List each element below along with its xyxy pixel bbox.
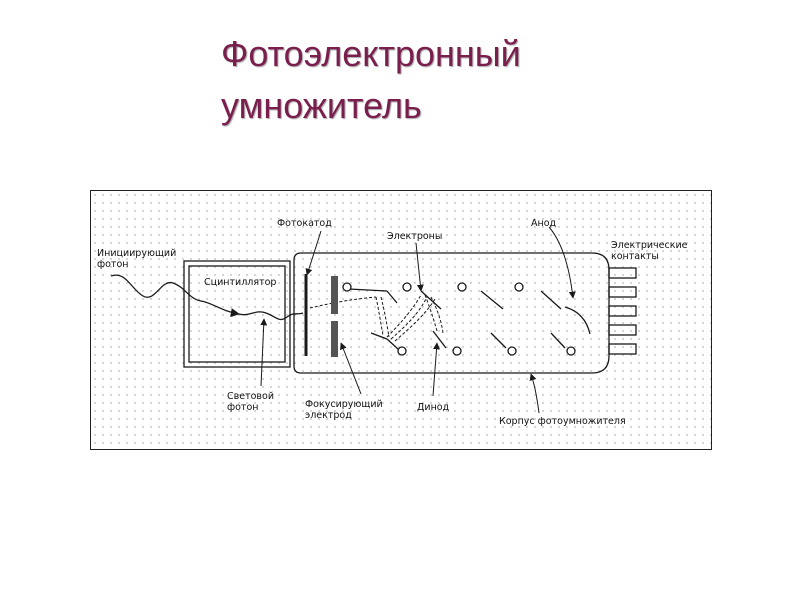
photomultiplier-diagram: Инициирующий фотон Сцинтиллятор Фотокато…: [90, 190, 712, 450]
label-focusing-electrode: Фокусирующий электрод: [305, 399, 383, 421]
label-electrons: Электроны: [387, 231, 443, 242]
dynodes: [348, 288, 566, 350]
title-line-1: Фотоэлектронный: [221, 33, 521, 74]
leader-arrows: [260, 226, 576, 414]
label-scintillator: Сцинтиллятор: [204, 277, 277, 288]
dynode-terminals: [342, 282, 576, 356]
scintillator-inner-frame: [188, 265, 286, 363]
diagram-drawing: [110, 226, 637, 414]
label-electrical-contacts: Электрические контакты: [611, 240, 688, 262]
light-photon-wave: [238, 311, 304, 321]
page-title: Фотоэлектронный умножитель: [221, 28, 641, 132]
label-dynode: Динод: [417, 402, 450, 413]
label-initiating-photon: Инициирующий фотон: [97, 248, 177, 270]
label-light-photon: Световой фотон: [227, 391, 275, 413]
scintillator-outer-frame: [183, 260, 291, 368]
label-photocathode: Фотокатод: [277, 218, 332, 229]
focusing-electrode-upper: [331, 276, 338, 314]
electron-trajectories: [309, 294, 444, 342]
anode: [564, 306, 591, 335]
label-pmt-body: Корпус фотоумножителя: [499, 416, 626, 427]
initiating-photon-wave: [110, 274, 240, 318]
label-anode: Анод: [531, 218, 557, 229]
electrical-contacts-pins: [608, 267, 637, 355]
pmt-body: [293, 252, 610, 374]
title-line-2: умножитель: [221, 85, 422, 126]
focusing-electrode-lower: [331, 321, 338, 357]
